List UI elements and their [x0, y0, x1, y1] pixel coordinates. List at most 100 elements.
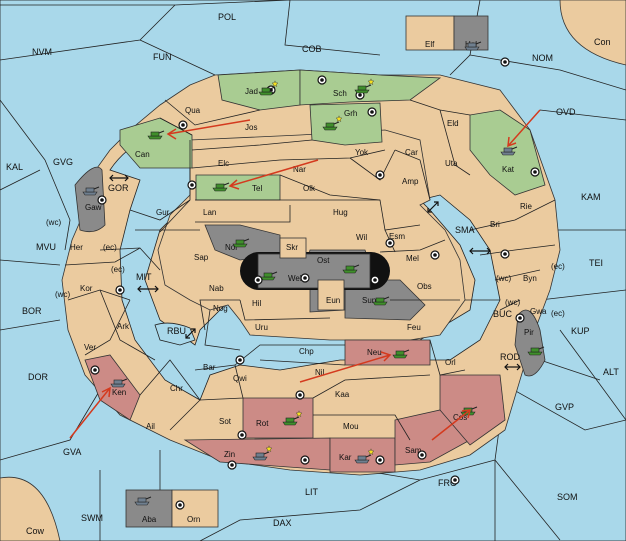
- unit-aba-tank-icon[interactable]: [134, 496, 152, 506]
- unit-web-tank-icon[interactable]: [260, 271, 278, 281]
- order-arrow-nil-neu: [299, 351, 392, 383]
- label-lit: LIT: [305, 487, 319, 497]
- land-elf[interactable]: [405, 15, 455, 51]
- label-bar: Bar: [203, 363, 216, 372]
- connector-rbu: [185, 328, 196, 339]
- label-cob: COB: [302, 44, 322, 54]
- land-jad[interactable]: [217, 69, 301, 111]
- unit-sch-tank-icon[interactable]: [354, 78, 375, 94]
- unit-ost-tank-icon[interactable]: [342, 264, 360, 274]
- label-cow: Cow: [26, 526, 45, 536]
- land-tel[interactable]: [195, 174, 281, 201]
- order-arrow-jos-can: [166, 119, 251, 140]
- supply-center-icon: [375, 455, 385, 465]
- supply-center-icon: [317, 75, 327, 85]
- land-rot[interactable]: [242, 397, 314, 439]
- supply-center-icon: [500, 57, 510, 67]
- label-dax: DAX: [273, 518, 292, 528]
- label-swm: SWM: [81, 513, 103, 523]
- label-mvu: MVU: [36, 242, 56, 252]
- unit-pir-tank-icon[interactable]: [527, 346, 545, 356]
- supply-center-icon: [515, 313, 525, 323]
- land-skr[interactable]: [279, 237, 307, 259]
- label-feu: Feu: [407, 323, 421, 332]
- label-byn: Byn: [523, 274, 537, 283]
- unit-ken-tank-icon[interactable]: [110, 378, 128, 388]
- unit-jad-tank-icon[interactable]: [258, 80, 279, 96]
- label-pir: Pir: [524, 328, 534, 337]
- unit-nor-tank-icon[interactable]: [232, 238, 250, 248]
- label-amp: Amp: [402, 177, 419, 186]
- land-eun[interactable]: [317, 279, 345, 311]
- label-sun: Sun: [362, 296, 376, 305]
- label-yok: Yok: [355, 148, 369, 157]
- star-icon: [295, 410, 303, 418]
- label-ver: Ver: [84, 343, 96, 352]
- label-sot: Sot: [219, 417, 232, 426]
- connector-rod: [504, 363, 521, 371]
- label-alt: ALT: [603, 367, 619, 377]
- sea-rbu: [154, 322, 196, 346]
- label-web: Web: [288, 274, 305, 283]
- order-arrow-nar-tel: [228, 159, 319, 190]
- order-arrow-ovd-kat: [507, 109, 541, 148]
- unit-hel-tank-icon[interactable]: [464, 41, 482, 51]
- label-pol: POL: [218, 12, 236, 22]
- label-eld: Eld: [447, 119, 459, 128]
- land-labels: Elf Hel Jad Sch Qua Jos Grh Eld Can Elc …: [70, 40, 547, 524]
- supply-center-icon: [237, 430, 247, 440]
- unit-neu-tank-icon[interactable]: [392, 349, 410, 359]
- label-buc: BUC: [493, 309, 513, 319]
- label-elf: Elf: [425, 40, 435, 49]
- land-aba[interactable]: [125, 489, 173, 528]
- label-nog: Nog: [213, 304, 228, 313]
- unit-tel-tank-icon[interactable]: [212, 182, 230, 192]
- unit-can-tank-icon[interactable]: [147, 130, 165, 140]
- label-sma: SMA: [455, 225, 475, 235]
- label-kor: Kor: [80, 284, 93, 293]
- unit-sun-tank-icon[interactable]: [372, 296, 390, 306]
- unit-gaw-tank-icon[interactable]: [82, 186, 100, 196]
- label-nab: Nab: [209, 284, 224, 293]
- unit-grh-tank-icon[interactable]: [322, 115, 343, 131]
- supply-center-icon: [417, 450, 427, 460]
- land-cos[interactable]: [439, 374, 506, 446]
- order-arrows: [69, 109, 541, 441]
- label-gwa-ec: (ec): [551, 309, 565, 318]
- land-sam[interactable]: [394, 409, 471, 466]
- land-pir[interactable]: [514, 309, 546, 377]
- label-eun: Eun: [326, 296, 340, 305]
- supply-center-icon: [235, 355, 245, 365]
- supply-center-icon: [370, 275, 380, 285]
- land-neu[interactable]: [344, 339, 431, 366]
- label-nil: Nil: [315, 368, 325, 377]
- label-som: SOM: [557, 492, 578, 502]
- label-jos: Jos: [245, 123, 257, 132]
- supply-center-icon: [227, 460, 237, 470]
- label-qwi: Qwi: [233, 374, 247, 383]
- label-nar: Nar: [293, 165, 306, 174]
- label-lan: Lan: [203, 208, 216, 217]
- order-arrow-sam-cos: [431, 409, 471, 441]
- supply-center-icon: [530, 167, 540, 177]
- label-bor: BOR: [22, 306, 42, 316]
- label-bri: Bri: [490, 220, 500, 229]
- label-kup: KUP: [571, 326, 590, 336]
- land-grh[interactable]: [309, 102, 383, 146]
- land-gaw[interactable]: [74, 166, 106, 233]
- unit-kat-tank-icon[interactable]: [500, 146, 518, 156]
- unit-rot-tank-icon[interactable]: [282, 410, 303, 426]
- label-uru: Uru: [255, 323, 268, 332]
- label-sam: Sam: [405, 446, 422, 455]
- units: [82, 41, 545, 506]
- connector-mit: [137, 285, 159, 293]
- connector-gor: [109, 174, 129, 182]
- label-tel: Tel: [252, 184, 262, 193]
- label-rot: Rot: [256, 419, 269, 428]
- label-esm: Esm: [389, 232, 405, 241]
- unit-kar-tank-icon[interactable]: [354, 448, 375, 464]
- label-elc: Elc: [218, 159, 229, 168]
- label-nor: Nor: [225, 243, 238, 252]
- unit-zin-tank-icon[interactable]: [252, 445, 273, 461]
- label-ail: Ail: [146, 422, 155, 431]
